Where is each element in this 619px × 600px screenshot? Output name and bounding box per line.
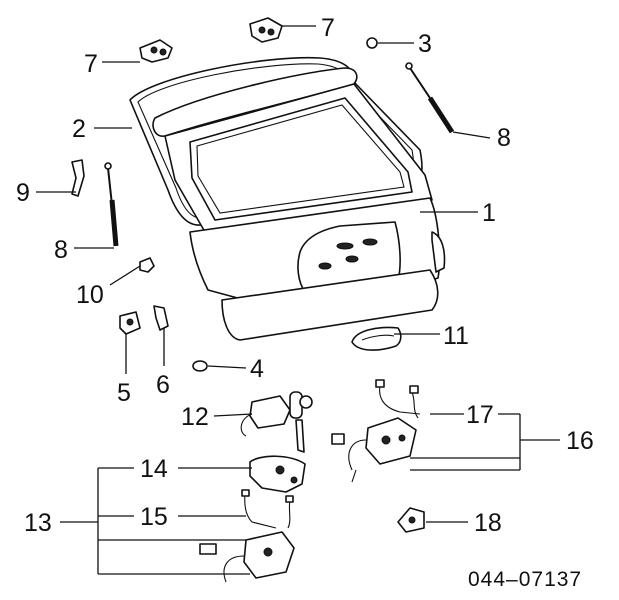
callout-4: 4 bbox=[250, 355, 264, 383]
callout-8a: 8 bbox=[497, 124, 511, 152]
callout-6: 6 bbox=[156, 371, 170, 399]
part-15-wire-harness bbox=[199, 489, 295, 583]
callout-18: 18 bbox=[474, 509, 502, 537]
callout-1: 1 bbox=[482, 199, 496, 227]
leader-lines bbox=[36, 25, 560, 575]
callout-17: 17 bbox=[466, 401, 494, 429]
part-5-bumper bbox=[119, 311, 141, 335]
callout-12: 12 bbox=[181, 403, 209, 431]
callout-7a: 7 bbox=[84, 50, 98, 78]
callout-7b: 7 bbox=[321, 14, 335, 42]
callout-2: 2 bbox=[72, 115, 86, 143]
part-18-striker bbox=[397, 507, 425, 533]
part-12-lock-cylinder bbox=[240, 391, 313, 453]
callout-10: 10 bbox=[76, 281, 104, 309]
part-6-clip bbox=[153, 305, 169, 331]
part-14-lock-assembly bbox=[249, 455, 306, 493]
part-8-strut-right bbox=[405, 62, 455, 134]
callout-16: 16 bbox=[566, 427, 594, 455]
part-16-lock-motor bbox=[331, 417, 417, 483]
part-1-back-door bbox=[152, 67, 446, 341]
part-8-strut-left bbox=[104, 162, 119, 247]
callout-labels: 1 2 3 4 5 6 7 7 8 8 9 10 11 12 13 14 15 … bbox=[16, 14, 594, 591]
part-10-bolt bbox=[139, 257, 155, 273]
part-3-cushion bbox=[366, 37, 378, 49]
part-9-bracket bbox=[71, 159, 85, 197]
callout-8b: 8 bbox=[54, 236, 68, 264]
callout-14: 14 bbox=[140, 455, 168, 483]
diagram-code: 044–07137 bbox=[468, 568, 582, 591]
callout-9: 9 bbox=[16, 179, 30, 207]
part-17-harness bbox=[375, 379, 421, 419]
part-7-hinge-left bbox=[139, 39, 173, 63]
part-4-lamp bbox=[192, 360, 208, 372]
callout-13: 13 bbox=[24, 509, 52, 537]
part-7-hinge-right bbox=[249, 17, 283, 43]
part-11-handle bbox=[351, 326, 402, 351]
callout-3: 3 bbox=[418, 30, 432, 58]
callout-11: 11 bbox=[443, 322, 469, 350]
callout-15: 15 bbox=[140, 503, 168, 531]
callout-5: 5 bbox=[117, 379, 131, 407]
